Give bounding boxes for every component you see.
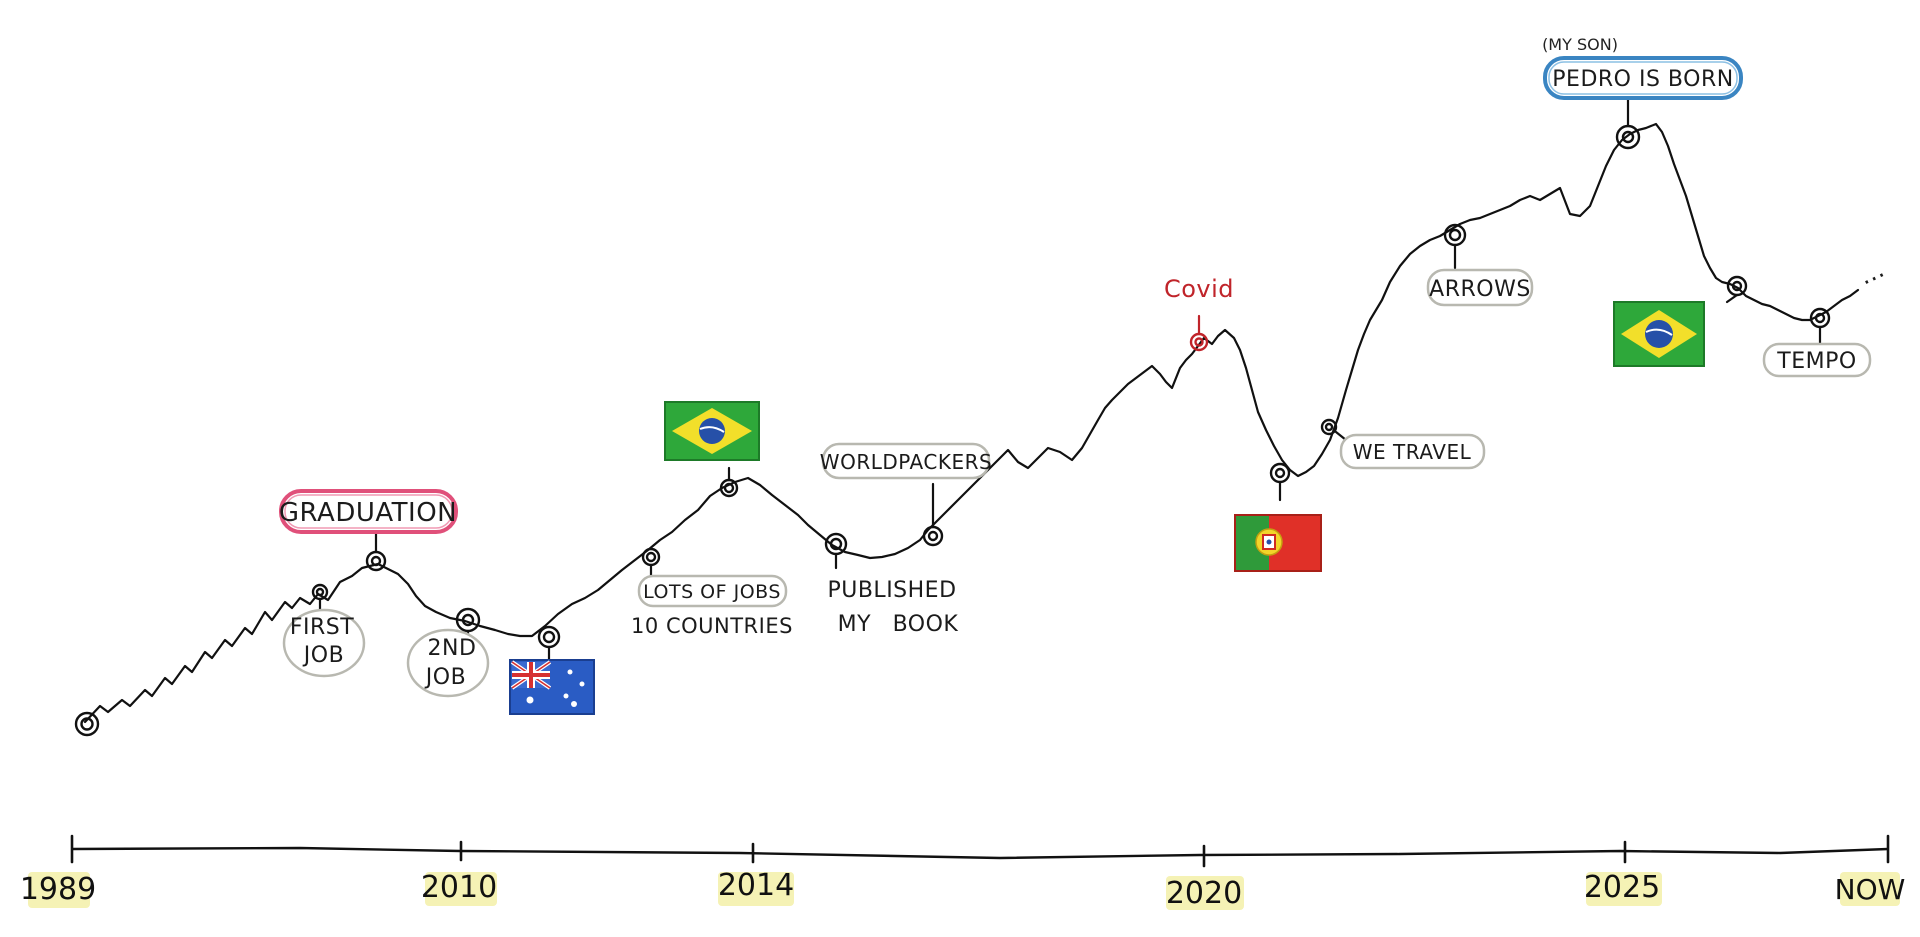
second-job-line2: JOB: [424, 665, 466, 690]
australia-flag: [509, 659, 595, 715]
trailing-dots: ...: [1855, 255, 1889, 291]
portugal-flag: [1234, 514, 1322, 572]
first-job-line1: FIRST: [290, 615, 354, 640]
pedro-label: PEDRO IS BORN: [1543, 56, 1743, 100]
tick-label-1989: 1989: [20, 872, 96, 907]
tick-label-now: NOW: [1835, 873, 1906, 906]
published-line1: PUBLISHED: [827, 578, 956, 603]
life-curve: [83, 122, 1860, 724]
time-axis: 1989 2010 2014 2020 2025 NOW: [20, 834, 1906, 911]
we-travel-text: WE TRAVEL: [1353, 440, 1472, 464]
marker-published: [824, 532, 848, 556]
pedro-text: PEDRO IS BORN: [1552, 67, 1733, 92]
tick-label-2025: 2025: [1584, 870, 1660, 905]
ten-countries-text: 10 COUNTRIES: [631, 614, 793, 638]
marker-worldpackers: [922, 525, 944, 547]
marker-covid: [1189, 332, 1209, 352]
marker-australia: [537, 625, 561, 649]
brazil-flag-1: [664, 401, 760, 461]
axis-line: [71, 846, 1889, 860]
marker-we-travel: [1320, 418, 1338, 436]
connectors: [318, 98, 1822, 662]
tempo-text: TEMPO: [1776, 349, 1856, 374]
marker-lots-of-jobs: [641, 547, 661, 567]
we-travel-label: WE TRAVEL: [1339, 433, 1486, 470]
marker-graduation: [365, 550, 387, 572]
covid-text: Covid: [1164, 275, 1234, 303]
marker-brazil-2: [1726, 275, 1748, 297]
lots-of-jobs-label: LOTS OF JOBS: [637, 574, 788, 608]
worldpackers-text: WORLDPACKERS: [820, 450, 992, 474]
first-job-line2: JOB: [302, 643, 344, 668]
arrows-label: ARROWS: [1426, 268, 1534, 307]
tick-label-2010: 2010: [421, 870, 497, 905]
tick-label-2020: 2020: [1166, 876, 1242, 911]
marker-pedro: [1615, 124, 1641, 150]
lots-of-jobs-text: LOTS OF JOBS: [643, 581, 781, 603]
second-job-line1: 2ND: [428, 636, 477, 661]
tempo-label: TEMPO: [1762, 342, 1872, 378]
marker-1989: [74, 711, 100, 737]
second-job-label: 2ND JOB: [406, 628, 490, 698]
marker-first-job: [311, 583, 329, 601]
tick-label-2014: 2014: [718, 868, 794, 903]
pedro-note: (MY SON): [1542, 35, 1618, 54]
graduation-label: GRADUATION: [279, 489, 458, 534]
graduation-text: GRADUATION: [279, 498, 457, 528]
brazil-flag-2: [1613, 301, 1705, 367]
marker-portugal: [1269, 462, 1291, 484]
worldpackers-label: WORLDPACKERS: [820, 442, 992, 480]
published-line2: MY BOOK: [838, 612, 959, 637]
first-job-label: FIRST JOB: [282, 608, 366, 678]
arrows-text: ARROWS: [1429, 277, 1531, 302]
